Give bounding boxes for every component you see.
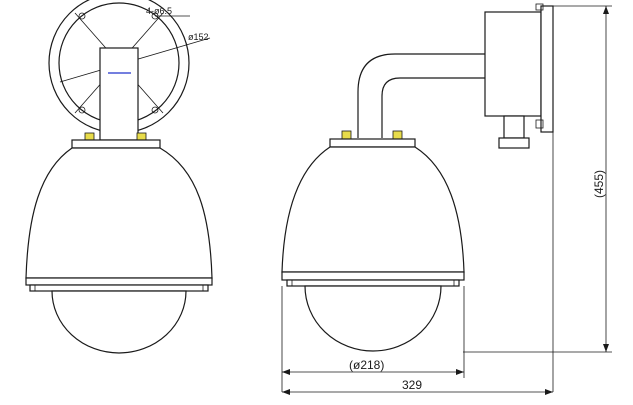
mounting-flange <box>48 0 211 141</box>
dome-body <box>25 147 213 279</box>
mount-arm-outer <box>357 53 485 138</box>
cable-fitting <box>503 115 525 139</box>
flange-diameter-label: ø152 <box>188 32 209 42</box>
bolt-holes-label: 4-ø6.5 <box>146 6 172 16</box>
dome-body-side <box>281 146 465 273</box>
bolt-hole <box>151 106 159 114</box>
lens-dome <box>51 290 187 354</box>
top-plate <box>71 139 161 149</box>
mount-arm-inner <box>381 77 485 138</box>
lens-ring-side <box>286 279 460 287</box>
lens-dome-side <box>304 285 442 352</box>
body-band-side <box>281 271 465 281</box>
bolt-icon <box>341 130 352 140</box>
top-plate-side <box>329 138 416 148</box>
dimension-lines <box>281 5 612 395</box>
wall-plate <box>540 5 554 133</box>
bolt-icon <box>392 130 403 140</box>
side-view <box>281 3 554 352</box>
bolt-hole <box>78 12 86 20</box>
overall-width-dimension: 329 <box>402 378 422 392</box>
lens-ring <box>29 284 209 292</box>
body-band <box>25 277 213 286</box>
height-dimension: (455) <box>592 170 606 198</box>
wall-box <box>484 11 542 117</box>
dome-diameter-dimension: (ø218) <box>349 358 384 372</box>
bolt-hole <box>78 106 86 114</box>
front-view: 4-ø6.5 ø152 <box>25 0 213 354</box>
